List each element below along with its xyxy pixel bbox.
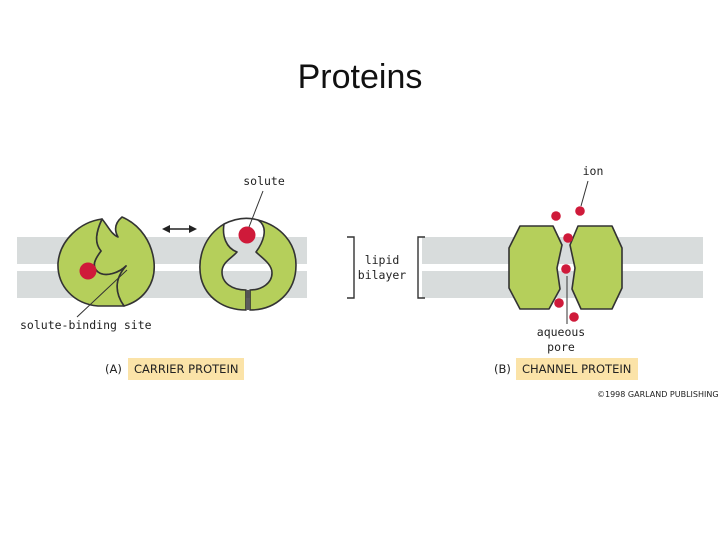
label-solute-binding-site: solute-binding site (20, 318, 152, 332)
ion-1 (551, 211, 561, 221)
carrier-protein-shape-1-outer (57, 218, 127, 307)
copyright-notice: ©1998 GARLAND PUBLISHING (597, 390, 719, 399)
carrier-protein-state-1 (57, 216, 155, 307)
slide-title: Proteins (297, 58, 423, 96)
carrier-protein-shape-2 (199, 223, 247, 311)
label-bilayer: bilayer (358, 268, 407, 282)
carrier-top-opening (223, 217, 259, 225)
label-aqueous: aqueous (537, 325, 585, 339)
panel-a-letter: (A) (105, 362, 122, 376)
ion-3 (563, 233, 573, 243)
panel-b-tag-bg (516, 358, 638, 380)
label-solute: solute (243, 174, 285, 188)
solute-molecule-bound (79, 262, 97, 280)
bilayer-lower-leaflet-right (422, 271, 703, 298)
solute-leader (248, 190, 264, 228)
solute-binding-site-leader (76, 269, 128, 318)
solute-molecule-entering (238, 226, 256, 244)
bilayer-bracket (347, 236, 425, 299)
double-arrow-icon (162, 225, 197, 233)
lipid-bilayer-right (422, 237, 703, 298)
carrier-protein-shape-2-right (249, 219, 297, 311)
ion-leader (580, 180, 589, 207)
label-lipid: lipid (365, 253, 400, 267)
channel-protein-right-half (569, 225, 623, 310)
panel-b-letter: (B) (494, 362, 511, 376)
panel-a-name: CARRIER PROTEIN (134, 362, 238, 376)
panel-b-name: CHANNEL PROTEIN (522, 362, 631, 376)
carrier-protein-state-2 (199, 217, 297, 311)
ion-2 (575, 206, 585, 216)
channel-protein-left-half (508, 225, 563, 310)
label-ion: ion (583, 164, 604, 178)
bilayer-upper-leaflet-right (422, 237, 703, 264)
label-pore: pore (547, 340, 575, 354)
ion-6 (569, 312, 579, 322)
ion-5 (554, 298, 564, 308)
channel-protein (508, 206, 623, 322)
panel-a-tag-bg (128, 358, 244, 380)
ion-4 (561, 264, 571, 274)
